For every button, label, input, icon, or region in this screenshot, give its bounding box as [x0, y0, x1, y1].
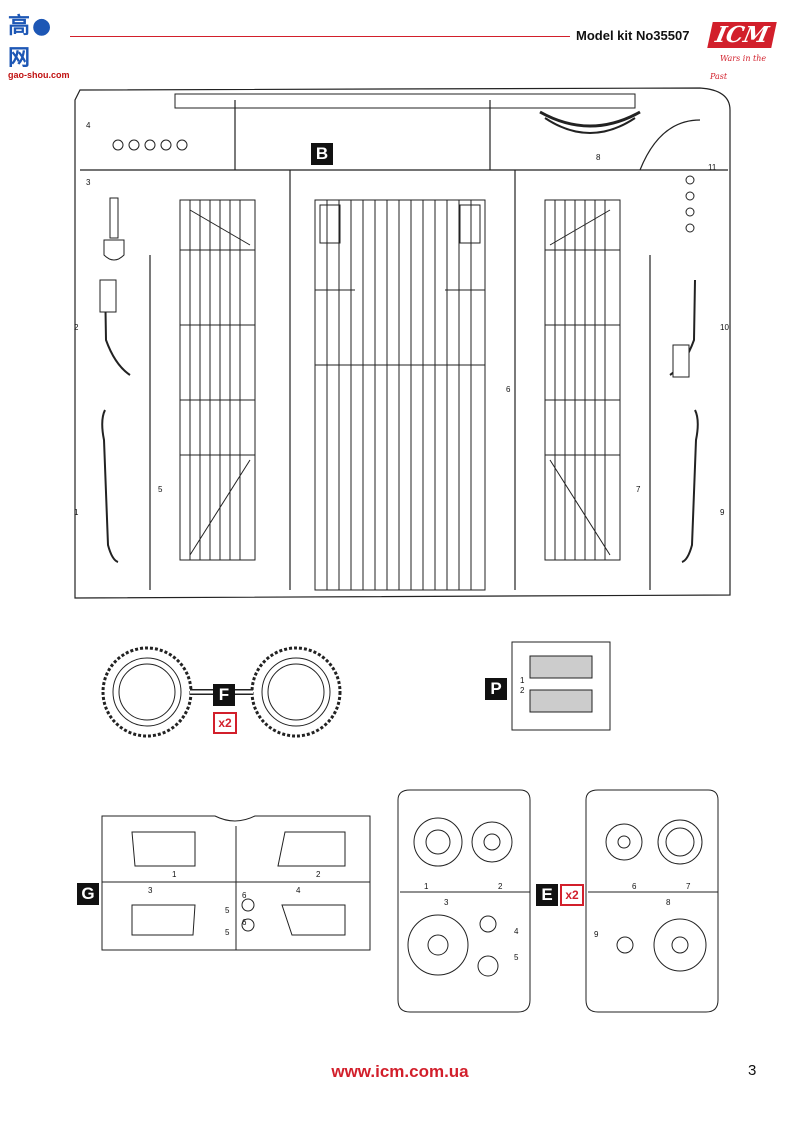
- part-e-5: 5: [514, 953, 519, 962]
- icm-logo: ICM Wars in the Past: [707, 22, 784, 81]
- part-b-2: 2: [74, 323, 79, 332]
- part-g-6a: 6: [242, 891, 247, 900]
- sprue-e-right-part-numbers: 6 7 8 9: [594, 882, 691, 939]
- site-logo-url: gao-shou.com: [8, 70, 70, 80]
- part-e-1: 1: [424, 882, 429, 891]
- sprue-e-left-part-numbers: 1 2 3 4 5: [424, 882, 519, 962]
- photo-etch-fret: [511, 641, 611, 731]
- tire-left: [101, 646, 193, 738]
- site-logo-text: 高●网: [8, 14, 54, 71]
- part-b-1: 1: [74, 508, 79, 517]
- side-board-left: [179, 199, 256, 561]
- sprue-e-left-frame: [397, 789, 531, 1013]
- part-b-10: 10: [720, 323, 729, 332]
- part-e-7: 7: [686, 882, 691, 891]
- sprue-e-multiplier: x2: [560, 884, 584, 906]
- jerrycan: [99, 279, 690, 378]
- part-b-11: 11: [708, 163, 717, 172]
- part-p-1: 1: [520, 676, 525, 685]
- shovel: [103, 197, 125, 261]
- sprue-e-tag: E: [536, 884, 558, 906]
- part-g-3: 3: [148, 886, 153, 895]
- part-b-4: 4: [86, 121, 91, 130]
- part-e-2: 2: [498, 882, 503, 891]
- sprue-b-frame: [74, 87, 731, 599]
- sprue-g-frame: [101, 815, 371, 951]
- header-rule: [70, 36, 570, 37]
- part-b-9: 9: [720, 508, 725, 517]
- part-b-8: 8: [596, 153, 601, 162]
- part-e-8: 8: [666, 898, 671, 907]
- sprue-b-part-numbers: 1 2 3 4 5 6 7 8 9 10 11: [74, 121, 729, 517]
- sprue-f-tag: F: [213, 684, 235, 706]
- part-e-6: 6: [632, 882, 637, 891]
- part-b-6: 6: [506, 385, 511, 394]
- sprue-b-tag: B: [311, 143, 333, 165]
- small-round-parts: [112, 139, 695, 233]
- sprue-p-part-numbers: 1 2: [520, 676, 525, 695]
- sprue-e-right-frame: [585, 789, 719, 1013]
- part-g-5a: 5: [225, 906, 230, 915]
- part-g-4: 4: [296, 886, 301, 895]
- exhaust-pipes: [101, 279, 699, 563]
- cargo-floor: [314, 199, 486, 591]
- part-e-9: 9: [594, 930, 599, 939]
- part-b-3: 3: [86, 178, 91, 187]
- site-logo: 高●网 gao-shou.com: [8, 8, 72, 80]
- sprue-g-part-numbers: 1 2 3 4 5 5 6 6: [148, 870, 321, 937]
- side-board-right: [544, 199, 621, 561]
- part-g-1: 1: [172, 870, 177, 879]
- part-g-5b: 5: [225, 928, 230, 937]
- part-g-6b: 6: [242, 918, 247, 927]
- sprue-f-multiplier: x2: [213, 712, 237, 734]
- sprue-g-tag: G: [77, 883, 99, 905]
- part-p-2: 2: [520, 686, 525, 695]
- footer-url[interactable]: www.icm.com.ua: [331, 1062, 469, 1081]
- part-g-2: 2: [316, 870, 321, 879]
- part-b-5: 5: [158, 485, 163, 494]
- part-e-3: 3: [444, 898, 449, 907]
- part-e-4: 4: [514, 927, 519, 936]
- sprue-p-tag: P: [485, 678, 507, 700]
- page-number: 3: [748, 1062, 757, 1079]
- part-b-7: 7: [636, 485, 641, 494]
- icm-logo-slogan: Wars in the Past: [710, 54, 767, 81]
- frame-rail: [174, 93, 641, 134]
- kit-number: Model kit No35507: [576, 28, 690, 43]
- tire-right: [250, 646, 342, 738]
